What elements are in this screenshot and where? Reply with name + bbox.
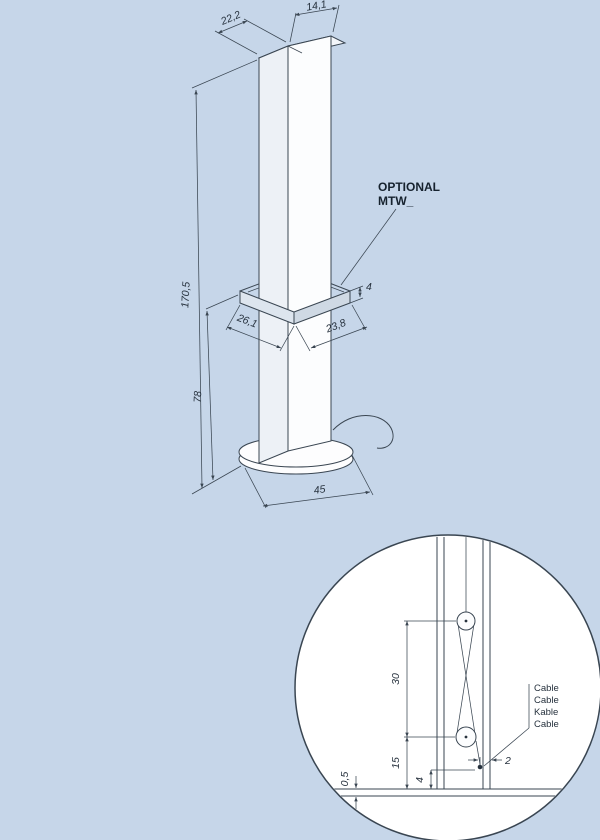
detail-circle	[294, 534, 600, 840]
dim-lower-height: 78	[192, 294, 239, 481]
dim-outlet-height: 4	[414, 769, 475, 789]
cable-pulley-system	[455, 537, 483, 770]
dim-label-total-height: 170,5	[179, 281, 192, 308]
cable-label-es: Cable	[534, 719, 559, 730]
dim-lower-pulley-height: 15	[390, 737, 409, 789]
dim-label-floor-thickness: 0,5	[339, 772, 351, 787]
dim-label-top-depth: 14,1	[305, 0, 327, 14]
callout-leader-line	[340, 208, 397, 286]
stand-isometric-view: 22,2 14,1 170,5 78	[179, 0, 440, 509]
dim-base-diameter: 45	[244, 454, 374, 509]
dim-label-pulley-span: 30	[390, 673, 402, 685]
dim-floor-thickness: 0,5	[339, 772, 358, 809]
dim-pulley-span: 30	[390, 620, 456, 738]
pole-section-walls	[436, 537, 491, 789]
dim-cable-gap: 2	[468, 755, 511, 767]
dim-label-collar-height: 4	[366, 281, 372, 293]
cable-labels: Cable Cable Kable Cable	[483, 683, 559, 767]
callout-line2: MTW_	[378, 194, 414, 208]
column-front-left-face	[258, 45, 289, 464]
floor-lines	[300, 788, 599, 797]
top-pulley-center	[464, 619, 468, 623]
bottom-pulley-center	[464, 735, 468, 739]
optional-mtw-callout: OPTIONAL MTW_	[340, 180, 440, 286]
cable-label-de: Kable	[534, 707, 558, 718]
cable-labels-leader	[483, 727, 530, 767]
dim-top-depth: 14,1	[289, 0, 340, 43]
dim-label-lower-height: 78	[192, 391, 205, 403]
dim-label-base-diameter: 45	[313, 483, 326, 497]
detail-view: 30 15 4 0,5	[294, 534, 600, 840]
dim-label-outlet-height: 4	[414, 777, 426, 783]
dim-label-cable-gap: 2	[504, 755, 511, 767]
dim-collar-height: 4	[349, 281, 372, 304]
power-cable	[332, 415, 394, 449]
column-web-edge	[287, 45, 303, 54]
detail-content: 30 15 4 0,5	[300, 537, 599, 809]
cable-end-dot	[477, 764, 483, 770]
cable-label-en: Cable	[534, 683, 559, 694]
column-front-right-face	[287, 35, 332, 452]
cable-label-fr: Cable	[534, 695, 559, 706]
dim-label-lower-pulley-height: 15	[390, 757, 402, 769]
dim-total-height: 170,5	[179, 59, 258, 495]
callout-line1: OPTIONAL	[378, 180, 440, 194]
